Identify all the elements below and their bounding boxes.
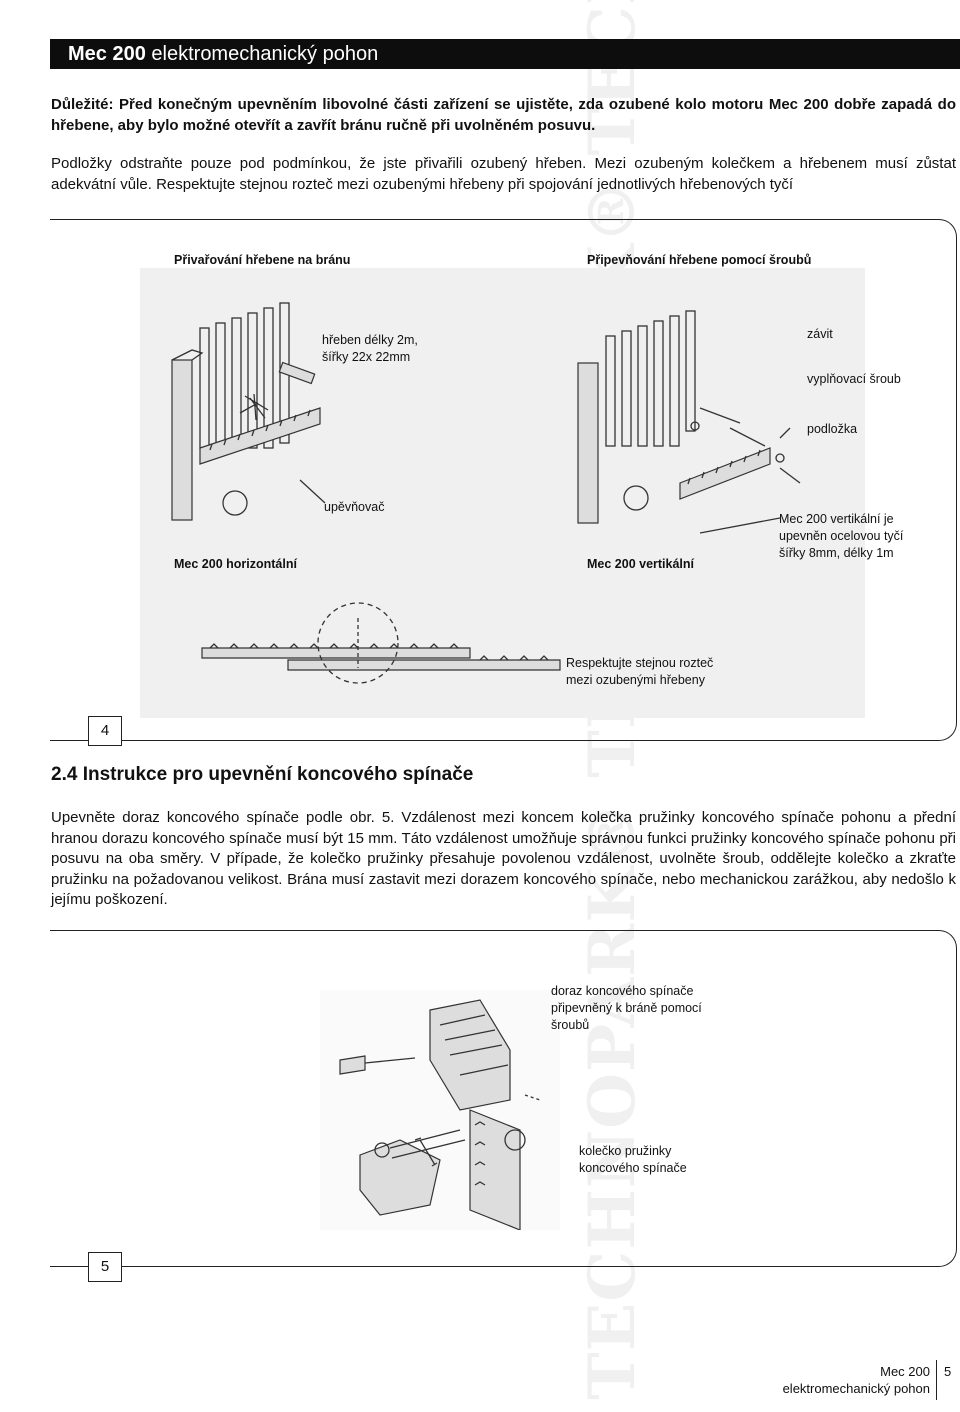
label-vertical: Mec 200 vertikální <box>587 557 695 571</box>
label-welding-title: Přivařování hřebene na bránu <box>174 253 351 267</box>
label-thread: závit <box>807 327 833 341</box>
figure-4-number: 4 <box>88 716 122 746</box>
figure-4-illustration <box>140 268 865 718</box>
section-heading: 2.4 Instrukce pro upevnění koncového spí… <box>51 764 474 785</box>
figure-4-frame <box>50 219 957 741</box>
label-pitch-note: Respektujte stejnou rozteč mezi ozubeným… <box>566 656 714 687</box>
footer-product: Mec 200 <box>880 1364 930 1379</box>
page-number: 5 <box>944 1364 952 1379</box>
important-note: Důležité: Před konečným upevněním libovo… <box>51 96 956 134</box>
label-horizontal: Mec 200 horizontální <box>174 557 297 571</box>
label-rack-size: hřeben délky 2m, šířky 22x 22mm <box>322 333 418 364</box>
footer-subtitle: elektromechanický pohon <box>782 1381 930 1396</box>
header-bar: Mec 200 elektromechanický pohon <box>50 39 960 69</box>
label-screwing-title: Připevňování hřebene pomocí šroubů <box>587 253 812 267</box>
header-subtitle: elektromechanický pohon <box>151 43 379 65</box>
label-switch-stop: doraz koncového spínače připevněný k brá… <box>551 984 702 1032</box>
label-spring-wheel: kolečko pružinky koncového spínače <box>579 1144 687 1175</box>
figure-5-number: 5 <box>88 1252 122 1282</box>
page-title: Mec 200 elektromechanický pohon <box>68 42 378 66</box>
section-paragraph: Upevněte doraz koncového spínače podle o… <box>51 809 956 908</box>
figure-4-drawing <box>171 302 801 684</box>
label-bracket: upěvňovač <box>324 500 385 514</box>
intro-paragraph: Podložky odstraňte pouze pod podmínkou, … <box>51 155 956 193</box>
label-vertical-note: Mec 200 vertikální je upevněn ocelovou t… <box>779 512 904 560</box>
footer-title: Mec 200 elektromechanický pohon <box>760 1363 930 1397</box>
label-washer: podložka <box>807 422 858 436</box>
header-product: Mec 200 <box>68 43 146 65</box>
footer-divider <box>936 1360 937 1400</box>
figure-5-illustration <box>320 990 560 1231</box>
label-filler-screw: vyplňovací šroub <box>807 372 901 386</box>
figure-5-drawing <box>339 999 541 1231</box>
figure-5-frame <box>50 930 957 1267</box>
